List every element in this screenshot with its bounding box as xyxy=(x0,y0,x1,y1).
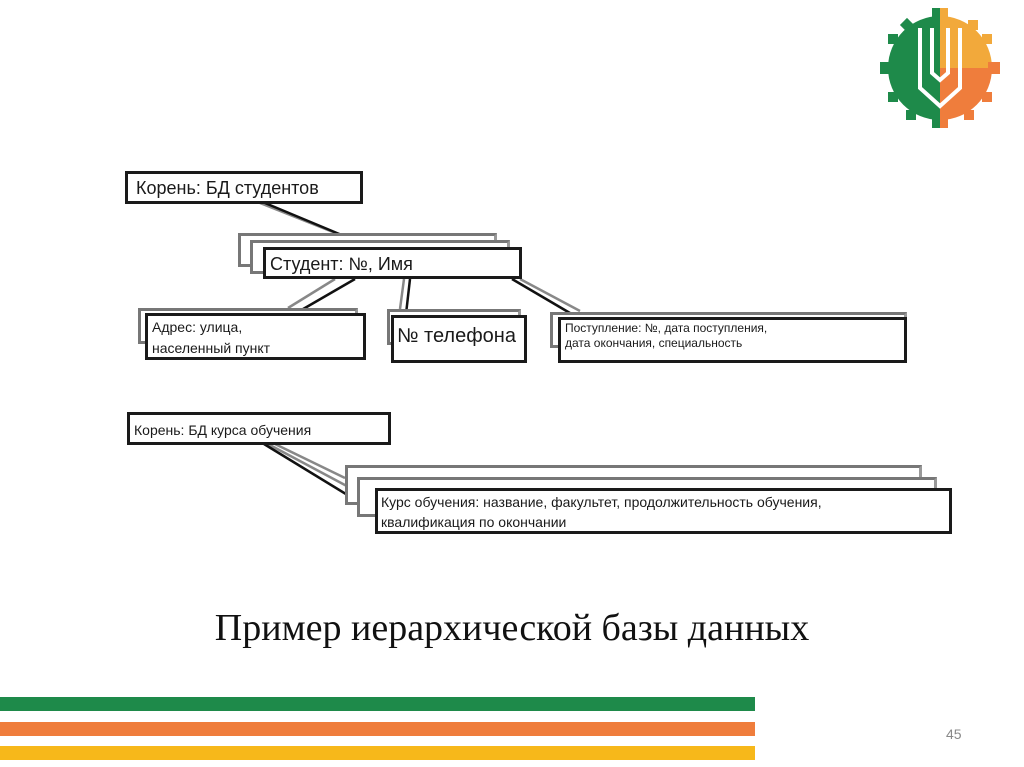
page-number: 45 xyxy=(946,726,962,742)
root-students-node: Корень: БД студентов xyxy=(125,171,363,204)
green-stripe xyxy=(0,697,755,711)
node-label-line2: населенный пункт xyxy=(152,340,271,356)
slide-title: Пример иерархической базы данных xyxy=(214,607,810,649)
node-label-line1: Адрес: улица, xyxy=(152,319,243,335)
course-node: Курс обучения: название, факультет, прод… xyxy=(375,488,952,534)
node-label: № телефона xyxy=(397,325,516,347)
admission-node: Поступление: №, дата поступления, дата о… xyxy=(558,317,907,363)
phone-node: № телефона xyxy=(391,315,527,363)
node-label: Корень: БД студентов xyxy=(136,178,319,198)
node-label-line2: квалификация по окончании xyxy=(381,514,567,530)
node-label: Студент: №, Имя xyxy=(270,254,413,274)
node-label-line1: Курс обучения: название, факультет, прод… xyxy=(381,494,822,510)
node-label-line1: Поступление: №, дата поступления, xyxy=(565,321,768,335)
orange-stripe xyxy=(0,722,755,736)
node-label: Корень: БД курса обучения xyxy=(134,422,312,438)
address-node: Адрес: улица, населенный пункт xyxy=(145,313,366,360)
node-label-line2: дата окончания, специальность xyxy=(565,336,743,350)
yellow-stripe xyxy=(0,746,755,760)
student-node: Студент: №, Имя xyxy=(263,247,522,279)
root-courses-node: Корень: БД курса обучения xyxy=(127,412,391,445)
